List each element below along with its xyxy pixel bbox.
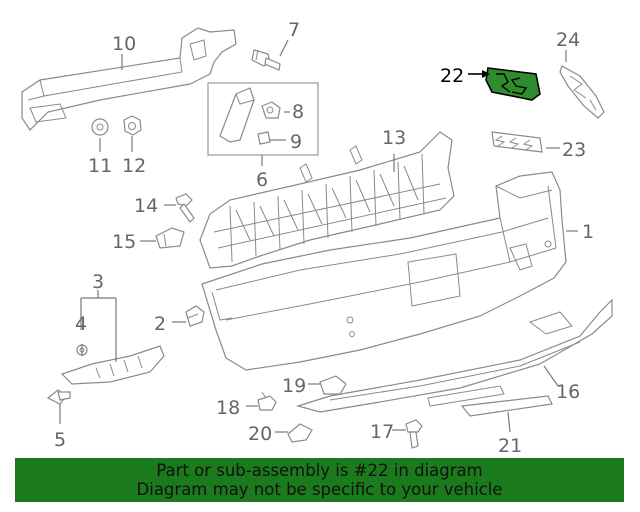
callout-16[interactable]: 16 [556, 381, 580, 403]
callout-22[interactable]: 22 [440, 65, 464, 87]
callout-20[interactable]: 20 [248, 423, 272, 445]
callout-labels: 10 11 12 7 8 9 6 13 14 15 1 2 3 4 5 16 1… [54, 19, 594, 456]
callout-4[interactable]: 4 [75, 313, 87, 335]
part-3-guide-bracket[interactable] [60, 345, 165, 385]
part-24-zl1-emblem[interactable] [559, 65, 605, 119]
callout-15[interactable]: 15 [112, 231, 136, 253]
footer-line-1: Part or sub-assembly is #22 in diagram [156, 461, 483, 480]
part-20-clip[interactable] [287, 423, 313, 443]
callout-18[interactable]: 18 [216, 397, 240, 419]
part-6-bracket-group[interactable] [207, 82, 319, 156]
callout-23[interactable]: 23 [562, 139, 586, 161]
callout-21[interactable]: 21 [498, 435, 522, 456]
footer-banner: Part or sub-assembly is #22 in diagram D… [15, 458, 624, 502]
callout-3[interactable]: 3 [92, 271, 104, 293]
part-21-trim-strip[interactable] [460, 395, 553, 417]
part-18-push-pin[interactable] [257, 391, 277, 411]
callout-9[interactable]: 9 [290, 131, 302, 153]
part-2-push-pin[interactable] [185, 305, 205, 327]
callout-8[interactable]: 8 [292, 101, 304, 123]
callout-17[interactable]: 17 [370, 421, 394, 443]
part-1-bumper-fascia[interactable] [201, 171, 567, 371]
footer-line-2: Diagram may not be specific to your vehi… [136, 480, 503, 499]
part-10-impact-bar[interactable] [21, 27, 237, 131]
callout-10[interactable]: 10 [112, 33, 136, 55]
part-14-bolt[interactable] [175, 193, 195, 223]
part-12-nut[interactable] [123, 115, 142, 136]
callout-13[interactable]: 13 [382, 127, 406, 149]
part-13-energy-absorber[interactable] [199, 131, 455, 269]
callout-5[interactable]: 5 [54, 429, 66, 451]
part-16-lower-valance[interactable] [295, 298, 613, 413]
part-19-clip[interactable] [319, 375, 347, 395]
callout-12[interactable]: 12 [122, 155, 146, 177]
part-15-clip[interactable] [155, 227, 185, 249]
callout-24[interactable]: 24 [556, 29, 580, 51]
callout-6[interactable]: 6 [256, 169, 268, 191]
callout-2[interactable]: 2 [154, 313, 166, 335]
callout-11[interactable]: 11 [88, 155, 112, 177]
leader-lines [59, 39, 578, 433]
part-23-ss-emblem[interactable] [491, 131, 543, 153]
part-22-rs-emblem[interactable] [485, 67, 541, 101]
part-5-screw[interactable] [46, 389, 71, 405]
part-7-bolt[interactable] [251, 49, 281, 71]
parts-diagram: 10 11 12 7 8 9 6 13 14 15 1 2 3 4 5 16 1… [21, 19, 613, 456]
callout-1[interactable]: 1 [582, 221, 594, 243]
callout-7[interactable]: 7 [288, 19, 300, 41]
part-11-washer[interactable] [91, 118, 109, 136]
part-17-bolt[interactable] [405, 419, 423, 449]
callout-14[interactable]: 14 [134, 195, 158, 217]
callout-19[interactable]: 19 [282, 375, 306, 397]
